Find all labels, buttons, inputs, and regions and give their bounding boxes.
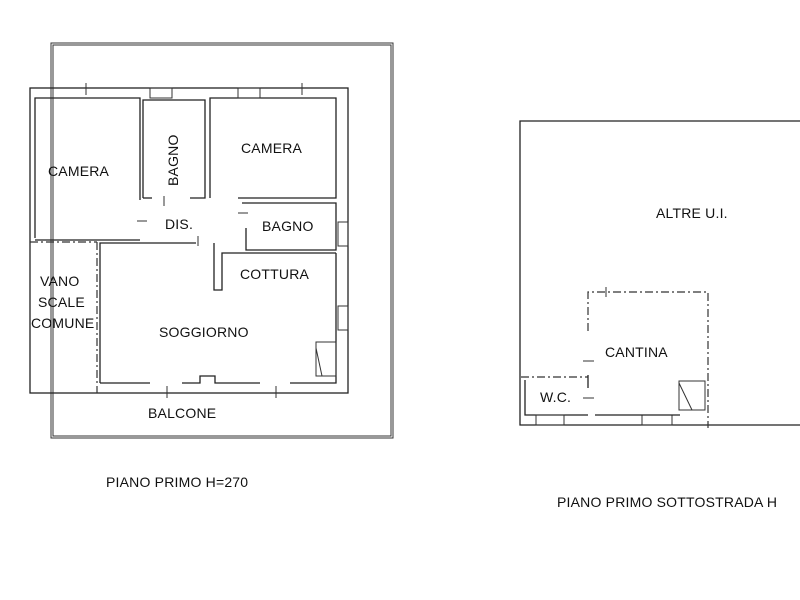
room-label-bagno-right: BAGNO bbox=[262, 218, 314, 234]
room-label-soggiorno: SOGGIORNO bbox=[159, 324, 249, 340]
caption-first-floor: PIANO PRIMO H=270 bbox=[106, 474, 249, 490]
room-label-camera-right: CAMERA bbox=[241, 140, 303, 156]
room-label-cantina: CANTINA bbox=[605, 344, 668, 360]
basement-walls bbox=[519, 120, 800, 428]
room-label-altre: ALTRE U.I. bbox=[656, 205, 728, 221]
apartment-walls bbox=[29, 83, 349, 398]
room-label-cottura: COTTURA bbox=[240, 266, 310, 282]
room-label-camera-left: CAMERA bbox=[48, 163, 110, 179]
room-label-dis: DIS. bbox=[165, 216, 194, 232]
room-label-scale: SCALE bbox=[38, 294, 85, 310]
room-label-wc: W.C. bbox=[540, 389, 572, 405]
caption-basement: PIANO PRIMO SOTTOSTRADA H bbox=[557, 494, 778, 510]
room-label-vano: VANO bbox=[40, 273, 80, 289]
room-label-bagno-top: BAGNO bbox=[165, 134, 181, 186]
room-label-balcone: BALCONE bbox=[148, 405, 217, 421]
room-label-comune: COMUNE bbox=[31, 315, 95, 331]
